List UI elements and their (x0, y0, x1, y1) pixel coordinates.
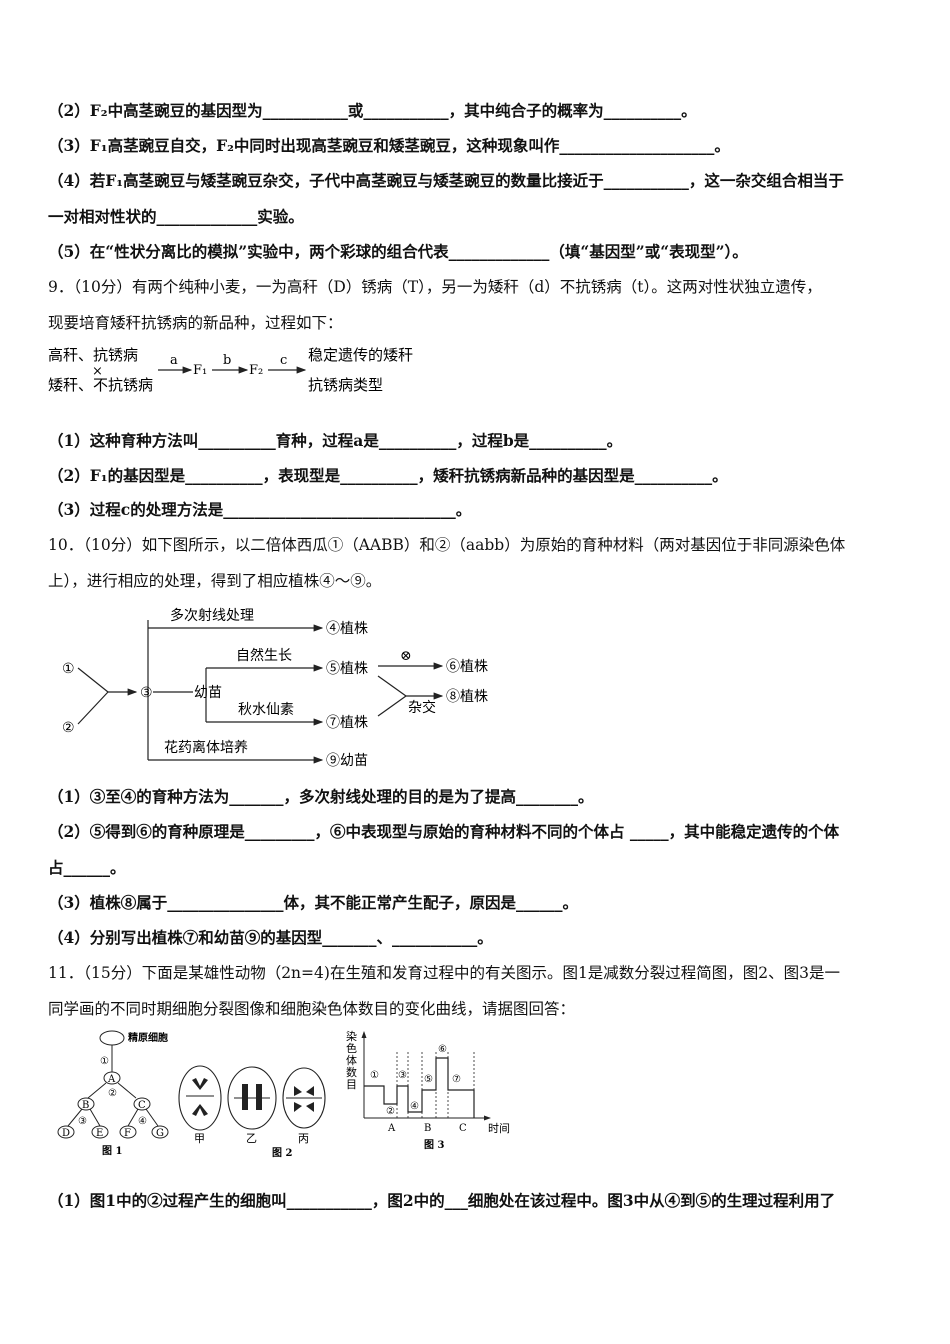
fig1-cell-A: A (107, 1074, 116, 1085)
fig1-cell-F: F (124, 1128, 131, 1139)
fig3-ylabel-4: 数 (346, 1066, 357, 1079)
q10-stem-b: 上），进行相应的处理，得到了相应植株④～⑨。 (48, 572, 382, 590)
q10-node-3: ③ (140, 685, 153, 701)
fig1-cell-C: C (138, 1100, 146, 1111)
q11-figure-1: 精原细胞 ① A ② B C ③ ④ D E F G 图 1 (57, 1030, 169, 1157)
q10-plant-5: ⑤植株 (326, 661, 368, 677)
q10-node-1: ① (62, 661, 75, 677)
q8-line-4a: （4）若F₁高茎豌豆与矮茎豌豆杂交，子代中高茎豌豆与矮茎豌豆的数量比接近于___… (48, 171, 844, 190)
fig1-caption: 图 1 (102, 1145, 122, 1157)
q9-parent-2: 矮秆、不抗锈病 (48, 376, 153, 394)
q8-line-5: （5）在“性状分离比的模拟”实验中，两个彩球的组合代表_____________… (48, 242, 748, 261)
q10-breeding-diagram: ① ② ③ 幼苗 多次射线处理 ④植株 自然生长 ⑤植株 ⊗ ⑥植株 秋水仙素 … (62, 607, 488, 769)
fig2-cell-jia: 甲 (194, 1132, 205, 1145)
q9-result-2: 抗锈病类型 (308, 376, 383, 394)
fig1-cell-G: G (156, 1128, 164, 1139)
fig3-ylabel-2: 色 (346, 1041, 357, 1055)
q9-line-3: （3）过程c的处理方法是____________________________… (48, 500, 472, 519)
q10-plant-4: ④植株 (326, 621, 368, 637)
fig3-x-C: C (459, 1123, 467, 1134)
q10-seedling-label: 幼苗 (194, 685, 222, 701)
q10-line-1: （1）③至④的育种方法为_______，多次射线处理的目的是为了提高______… (48, 787, 594, 806)
fig3-ylabel-5: 目 (346, 1078, 357, 1091)
fig1-cell-B: B (82, 1100, 89, 1111)
fig1-step-3: ③ (78, 1116, 87, 1127)
fig1-step-1: ① (100, 1056, 109, 1067)
q9-result-1: 稳定遗传的矮秆 (308, 346, 413, 364)
q10-plant-8: ⑧植株 (446, 689, 488, 705)
q10-line-4: （4）分别写出植株⑦和幼苗⑨的基因型_______、___________。 (48, 928, 493, 947)
q11-figure-2: 甲 乙 丙 图 2 (178, 1065, 326, 1158)
q8-line-2: （2）F₂中高茎豌豆的基因型为___________或___________，其… (48, 101, 697, 120)
q9-stem-b: 现要培育矮秆抗锈病的新品种，过程如下： (48, 314, 343, 332)
fig3-mark-5: ⑤ (424, 1074, 433, 1085)
q9-breeding-scheme: 高秆、抗锈病 × 矮秆、不抗锈病 a F₁ b F₂ c 稳定遗传的矮秆 抗锈病… (48, 346, 413, 394)
fig3-ylabel-1: 染 (346, 1029, 357, 1043)
fig3-mark-4: ④ (410, 1101, 419, 1112)
q9-step-b: b (223, 353, 231, 368)
q9-parent-1: 高秆、抗锈病 (48, 346, 138, 364)
q10-selfing-symbol: ⊗ (400, 648, 412, 664)
q9-step-c: c (280, 353, 287, 368)
fig2-caption: 图 2 (272, 1147, 292, 1158)
fig3-mark-7: ⑦ (452, 1074, 461, 1085)
fig1-spermatogonium-label: 精原细胞 (128, 1031, 168, 1044)
q10-seedling-9: ⑨幼苗 (326, 753, 368, 769)
q9-stem-a: 9．（10分）有两个纯种小麦，一为高秆（D）锈病（T），另一为矮秆（d）不抗锈病… (48, 278, 822, 296)
q10-stem-a: 10．（10分）如下图所示，以二倍体西瓜①（AABB）和②（aabb）为原始的育… (48, 536, 846, 554)
fig2-cell-yi: 乙 (246, 1132, 257, 1145)
fig3-x-B: B (424, 1123, 431, 1134)
fig3-ylabel-3: 体 (346, 1053, 357, 1067)
q9-f1: F₁ (193, 363, 207, 378)
q9-cross-sign: × (92, 364, 103, 379)
fig1-step-2: ② (108, 1088, 117, 1099)
q10-hybrid-label: 杂交 (408, 699, 436, 716)
fig1-cell-E: E (96, 1128, 103, 1139)
fig3-caption: 图 3 (424, 1139, 444, 1151)
fig2-cell-bing: 丙 (298, 1132, 309, 1145)
q10-treat-anther: 花药离体培养 (164, 739, 248, 756)
q10-line-2a: （2）⑤得到⑥的育种原理是_________，⑥中表现型与原始的育种材料不同的个… (48, 822, 840, 841)
q9-f2: F₂ (249, 363, 263, 378)
q10-treat-ray: 多次射线处理 (170, 607, 254, 624)
fig3-mark-1: ① (370, 1070, 379, 1081)
q10-node-2: ② (62, 720, 75, 736)
q9-line-1: （1）这种育种方法叫__________育种，过程a是__________，过程… (48, 431, 623, 450)
q11-figure-3: 染 色 体 数 目 ① ② ③ ④ ⑤ ⑥ ⑦ A B C 时间 图 3 (346, 1029, 510, 1151)
q10-line-3: （3）植株⑧属于_______________体，其不能正常产生配子，原因是__… (48, 893, 579, 912)
q10-line-2b: 占______。 (48, 858, 126, 877)
q11-stem-a: 11．（15分）下面是某雄性动物（2n=4)在生殖和发育过程中的有关图示。图1是… (48, 964, 841, 982)
fig3-mark-2: ② (386, 1106, 395, 1117)
q11-stem-b: 同学画的不同时期细胞分裂图像和细胞染色体数目的变化曲线，请据图回答： (48, 1000, 576, 1018)
q10-treat-natural: 自然生长 (236, 647, 292, 664)
q8-line-3: （3）F₁高茎豌豆自交，F₂中同时出现高茎豌豆和矮茎豌豆，这种现象叫作_____… (48, 136, 730, 155)
q11-line-1: （1）图1中的②过程产生的细胞叫___________，图2中的___细胞处在该… (48, 1191, 836, 1210)
q9-line-2: （2）F₁的基因型是__________，表现型是__________，矮秆抗锈… (48, 466, 728, 485)
fig3-mark-6: ⑥ (438, 1044, 447, 1055)
q10-plant-6: ⑥植株 (446, 659, 488, 675)
fig1-step-4: ④ (138, 1116, 147, 1127)
q10-treat-colchicine: 秋水仙素 (238, 702, 294, 718)
fig3-xlabel: 时间 (488, 1122, 510, 1135)
fig3-mark-3: ③ (398, 1070, 407, 1081)
q10-plant-7: ⑦植株 (326, 715, 368, 731)
fig1-cell-D: D (62, 1128, 70, 1139)
q8-line-4b: 一对相对性状的_____________实验。 (48, 207, 304, 226)
q9-step-a: a (170, 353, 178, 368)
fig3-x-A: A (387, 1123, 396, 1134)
